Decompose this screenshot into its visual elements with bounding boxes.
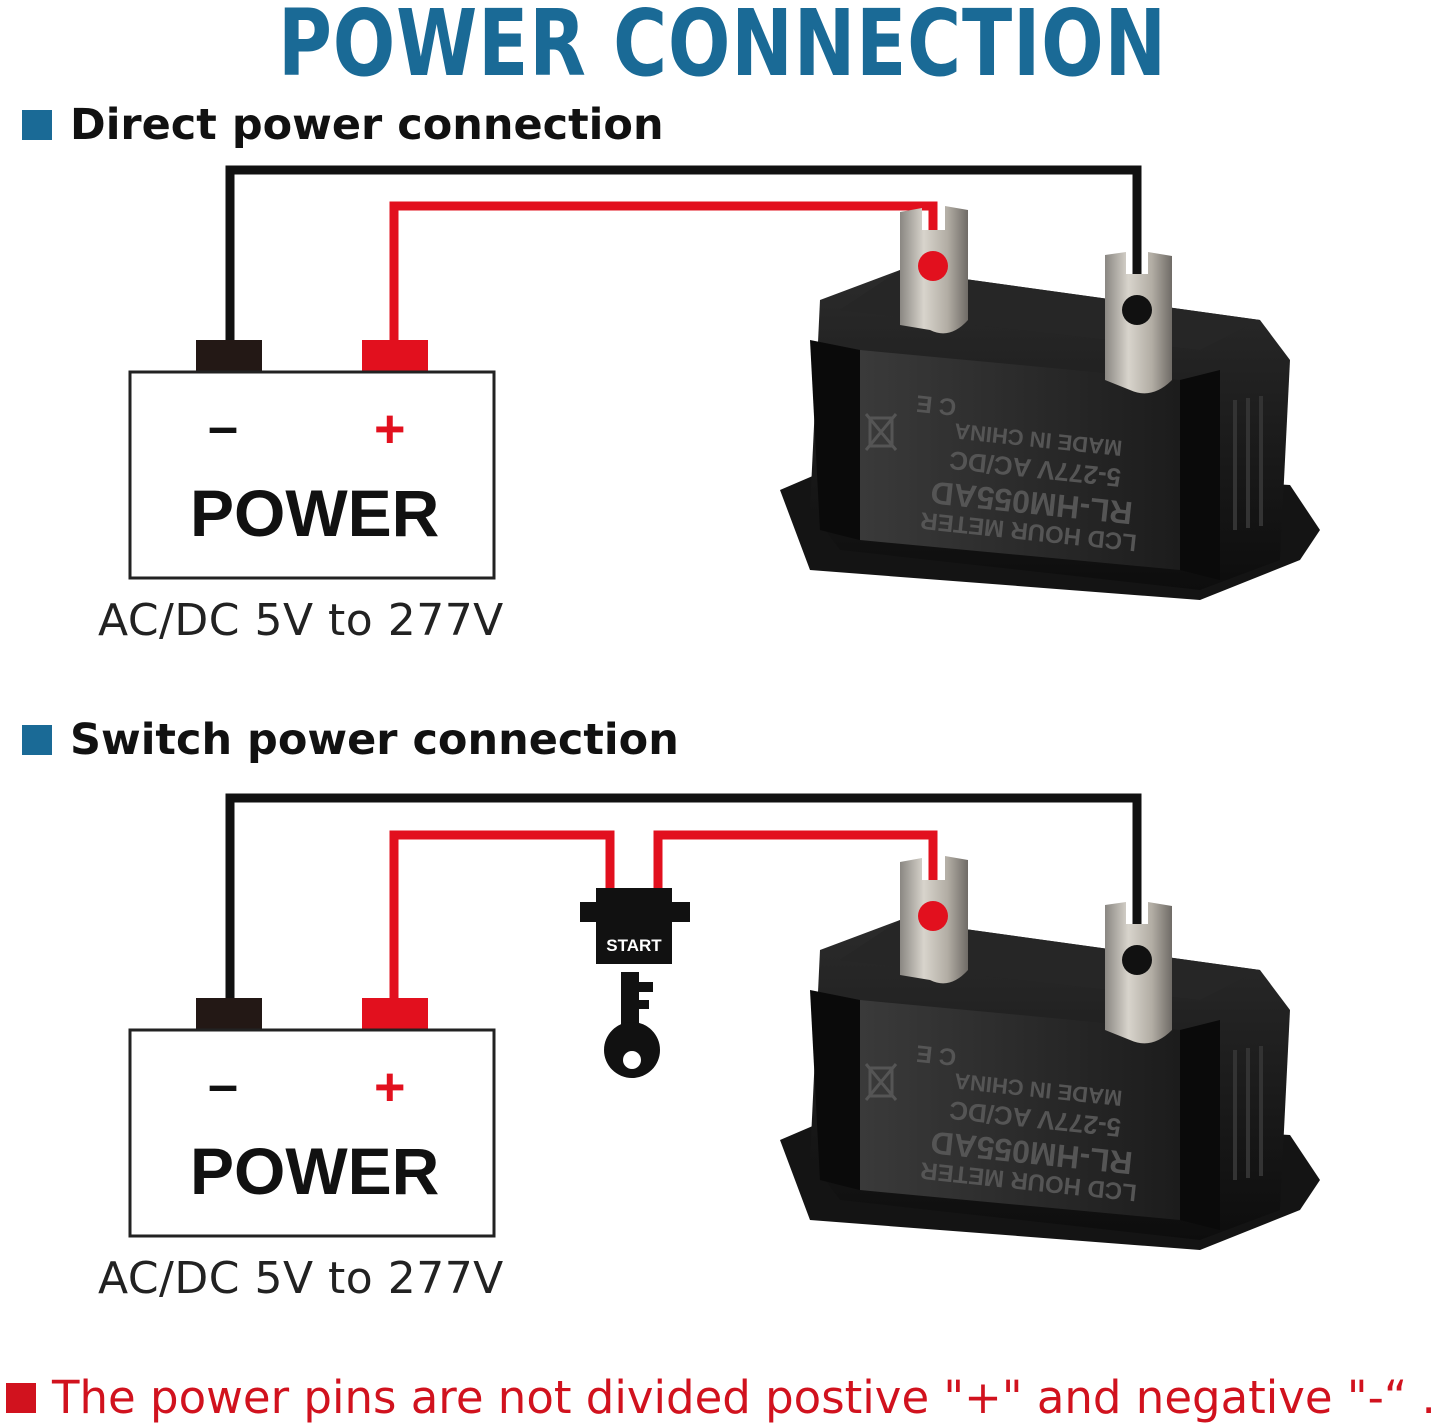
positive-connection-dot [918, 901, 948, 931]
footer-text: The power pins are not divided postive "… [52, 1371, 1436, 1424]
footer-note: The power pins are not divided postive "… [6, 1370, 1436, 1426]
negative-wire [225, 165, 1142, 342]
section-bullet-icon [22, 110, 52, 140]
power-label: POWER [190, 476, 440, 550]
positive-wire-to-switch [389, 830, 615, 1000]
key-icon [604, 972, 660, 1078]
footer-bullet-icon [6, 1383, 36, 1413]
section-heading-text: Switch power connection [70, 715, 679, 765]
section-heading-switch: Switch power connection [22, 715, 679, 765]
power-box [128, 370, 496, 580]
negative-terminal [196, 340, 262, 372]
positive-wire-to-meter [653, 830, 938, 915]
positive-connection-dot [918, 251, 948, 281]
page-title: POWER CONNECTION [278, 0, 1167, 97]
positive-terminal [362, 998, 428, 1030]
power-source-direct [128, 340, 496, 580]
positive-terminal [362, 340, 428, 372]
plus-sign: + [374, 399, 406, 459]
weee-icon [864, 1063, 898, 1101]
negative-connection-dot [1122, 945, 1152, 975]
minus-sign: – [208, 397, 239, 457]
section-bullet-icon [22, 725, 52, 755]
hour-meter-direct: LCD HOUR METER RL-HM055AD 5-277V AC/DC M… [778, 206, 1322, 602]
meter-mark-ce: C E [915, 1039, 958, 1070]
plus-sign: + [374, 1057, 406, 1117]
voltage-range: AC/DC 5V to 277V [98, 1253, 504, 1304]
power-box [128, 1028, 496, 1238]
power-source-switch [128, 998, 496, 1238]
switch-label: START [606, 936, 662, 955]
switch-wiring [225, 793, 1142, 1000]
voltage-range: AC/DC 5V to 277V [98, 595, 504, 646]
negative-wire [225, 793, 1142, 1000]
negative-connection-dot [1122, 295, 1152, 325]
power-label: POWER [190, 1134, 440, 1208]
negative-terminal [196, 998, 262, 1030]
minus-sign: – [208, 1055, 239, 1115]
weee-icon [864, 413, 898, 451]
start-switch: START [580, 888, 690, 1078]
hour-meter-switch: LCD HOUR METER RL-HM055AD 5-277V AC/DC M… [778, 856, 1322, 1252]
section-heading-direct: Direct power connection [22, 100, 664, 150]
meter-mark-ce: C E [915, 389, 958, 420]
section-heading-text: Direct power connection [70, 100, 664, 150]
